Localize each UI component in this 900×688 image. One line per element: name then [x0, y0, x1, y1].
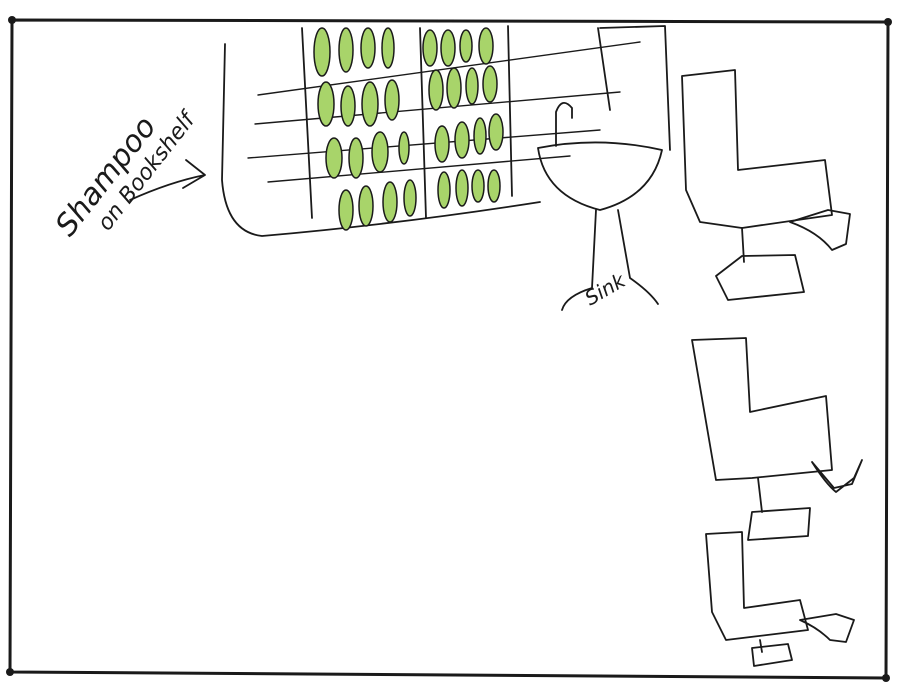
salon-chair-1: [682, 70, 850, 300]
salon-chair-2: [692, 338, 862, 540]
shampoo-label: Shampoo on Bookshelf: [49, 106, 205, 243]
salon-chair-3: [706, 532, 854, 666]
bookshelf: [222, 26, 640, 236]
sink: Sink: [538, 103, 662, 310]
partition: [598, 26, 670, 150]
shampoo-bottles: [314, 28, 503, 230]
sink-label: Sink: [581, 268, 631, 311]
